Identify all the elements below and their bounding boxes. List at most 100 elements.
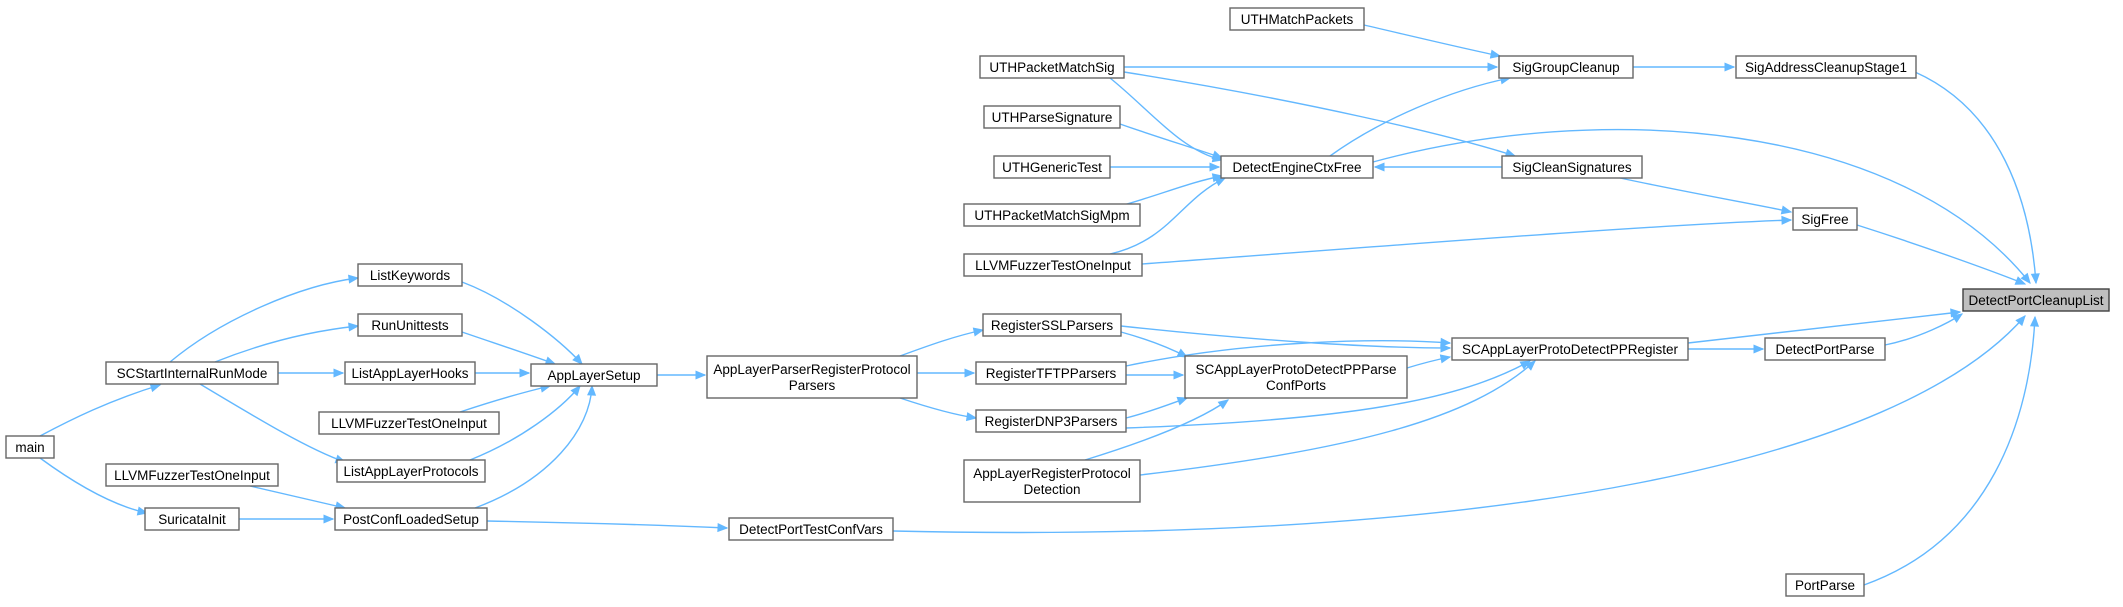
node-suricata-init[interactable]: SuricataInit xyxy=(144,507,240,531)
edge-line xyxy=(249,485,346,509)
edge-line xyxy=(1119,123,1223,159)
edge-line xyxy=(1123,71,1516,157)
edge-list-keywords-to-app-layer-setup xyxy=(461,281,583,365)
edge-app-layer-parser-register-protocol-parsers-to-register-tftpparsers xyxy=(917,368,976,378)
arrowhead xyxy=(570,385,581,397)
edge-line xyxy=(474,385,593,509)
arrowhead xyxy=(1209,162,1221,172)
edge-line xyxy=(1856,224,2026,285)
node-box xyxy=(1962,288,2110,312)
edge-line xyxy=(1139,360,1536,476)
node-box xyxy=(706,355,918,399)
arrowhead xyxy=(572,353,583,365)
node-box xyxy=(982,313,1122,337)
arrowhead xyxy=(1173,370,1185,380)
node-box xyxy=(1735,55,1917,79)
edge-app-layer-parser-register-protocol-parsers-to-register-dnp3-parsers xyxy=(899,397,978,422)
edge-post-conf-loaded-setup-to-app-layer-setup xyxy=(474,384,597,509)
edge-line xyxy=(1084,399,1229,461)
edge-llvmfuzzer-test-one-input-b-to-app-layer-setup xyxy=(459,383,552,413)
node-uthpacket-match-sig[interactable]: UTHPacketMatchSig xyxy=(979,55,1125,79)
node-label: ListKeywords xyxy=(370,268,451,283)
node-box xyxy=(334,507,488,531)
node-llvmfuzzer-test-one-input-a[interactable]: LLVMFuzzerTestOneInput xyxy=(963,253,1143,277)
node-label: SCStartInternalRunMode xyxy=(117,366,268,381)
node-list-keywords[interactable]: ListKeywords xyxy=(357,263,463,287)
edge-llvmfuzzer-test-one-input-a-to-sig-free xyxy=(1141,215,1793,265)
node-detect-port-test-conf-vars[interactable]: DetectPortTestConfVars xyxy=(728,517,894,541)
node-scstart-internal-run-mode[interactable]: SCStartInternalRunMode xyxy=(105,361,279,385)
edge-line xyxy=(461,331,556,365)
edge-uthpacket-match-sig-mpm-to-detect-engine-ctx-free xyxy=(1119,173,1224,207)
node-box xyxy=(1184,355,1408,399)
node-run-unittests[interactable]: RunUnittests xyxy=(357,313,463,337)
node-uthgeneric-test[interactable]: UTHGenericTest xyxy=(993,155,1111,179)
node-label: ListAppLayerProtocols xyxy=(343,464,478,479)
edge-register-dnp3-parsers-to-scapp-layer-proto-detect-ppparse-conf-ports xyxy=(1125,396,1189,419)
arrowhead xyxy=(1211,150,1224,160)
edge-app-layer-setup-to-app-layer-parser-register-protocol-parsers xyxy=(657,370,707,380)
node-post-conf-loaded-setup[interactable]: PostConfLoadedSetup xyxy=(334,507,488,531)
node-box xyxy=(336,459,486,483)
node-label: RegisterTFTPParsers xyxy=(986,366,1117,381)
node-box xyxy=(963,459,1141,503)
node-box xyxy=(5,435,55,459)
node-detect-port-cleanup-list[interactable]: DetectPortCleanupList xyxy=(1962,288,2110,312)
node-sig-free[interactable]: SigFree xyxy=(1792,207,1858,231)
arrowhead xyxy=(964,368,976,378)
node-sig-group-cleanup[interactable]: SigGroupCleanup xyxy=(1498,55,1634,79)
edge-line xyxy=(1687,311,1961,344)
node-label: UTHParseSignature xyxy=(992,110,1113,125)
node-box xyxy=(963,203,1141,227)
node-uthmatch-packets[interactable]: UTHMatchPackets xyxy=(1229,7,1365,31)
node-box xyxy=(975,409,1127,433)
node-app-layer-setup[interactable]: AppLayerSetup xyxy=(530,363,658,387)
edge-line xyxy=(1372,128,2031,284)
node-detect-engine-ctx-free[interactable]: DetectEngineCtxFree xyxy=(1220,155,1374,179)
node-llvmfuzzer-test-one-input-b[interactable]: LLVMFuzzerTestOneInput xyxy=(318,411,500,435)
arrowhead xyxy=(1217,399,1230,410)
edge-line xyxy=(459,385,551,413)
arrowhead xyxy=(1439,354,1452,364)
node-box xyxy=(344,361,476,385)
node-sig-address-cleanup-stage1[interactable]: SigAddressCleanupStage1 xyxy=(1735,55,1917,79)
node-label: LLVMFuzzerTestOneInput xyxy=(114,468,270,483)
edge-sig-clean-signatures-to-sig-free xyxy=(1619,177,1793,215)
edge-uthpacket-match-sig-to-detect-engine-ctx-free xyxy=(1109,77,1224,163)
node-sig-clean-signatures[interactable]: SigCleanSignatures xyxy=(1501,155,1643,179)
node-box xyxy=(1220,155,1374,179)
edge-line xyxy=(461,281,583,365)
node-box xyxy=(983,105,1121,129)
node-register-dnp3-parsers[interactable]: RegisterDNP3Parsers xyxy=(975,409,1127,433)
edge-list-app-layer-protocols-to-app-layer-setup xyxy=(469,385,581,461)
node-uthparse-signature[interactable]: UTHParseSignature xyxy=(983,105,1121,129)
edge-list-app-layer-hooks-to-app-layer-setup xyxy=(475,368,531,378)
node-scapp-layer-proto-detect-ppregister[interactable]: SCAppLayerProtoDetectPPRegister xyxy=(1451,337,1689,361)
node-box xyxy=(1764,337,1886,361)
arrowhead xyxy=(1440,337,1452,347)
arrowhead xyxy=(1214,177,1227,187)
edge-line xyxy=(199,383,346,463)
node-list-app-layer-protocols[interactable]: ListAppLayerProtocols xyxy=(336,459,486,483)
edge-sig-clean-signatures-to-detect-engine-ctx-free xyxy=(1373,162,1502,172)
node-label: AppLayerRegisterProtocol xyxy=(973,466,1131,481)
edge-register-sslparsers-to-scapp-layer-proto-detect-ppregister xyxy=(1120,325,1452,353)
node-llvmfuzzer-test-one-input-c[interactable]: LLVMFuzzerTestOneInput xyxy=(105,463,279,487)
node-main[interactable]: main xyxy=(5,435,55,459)
edge-sig-free-to-detect-port-cleanup-list xyxy=(1856,224,2027,285)
arrowhead xyxy=(348,322,360,332)
node-detect-port-parse[interactable]: DetectPortParse xyxy=(1764,337,1886,361)
node-box xyxy=(144,507,240,531)
arrowhead xyxy=(972,327,985,337)
edge-line xyxy=(899,329,984,357)
node-port-parse[interactable]: PortParse xyxy=(1785,573,1865,597)
node-list-app-layer-hooks[interactable]: ListAppLayerHooks xyxy=(344,361,476,385)
node-register-tftpparsers[interactable]: RegisterTFTPParsers xyxy=(975,361,1127,385)
node-register-sslparsers[interactable]: RegisterSSLParsers xyxy=(982,313,1122,337)
edge-app-layer-register-protocol-detection-to-scapp-layer-proto-detect-ppregister xyxy=(1139,360,1536,476)
node-uthpacket-match-sig-mpm[interactable]: UTHPacketMatchSigMpm xyxy=(963,203,1141,227)
edge-line xyxy=(1125,340,1451,367)
